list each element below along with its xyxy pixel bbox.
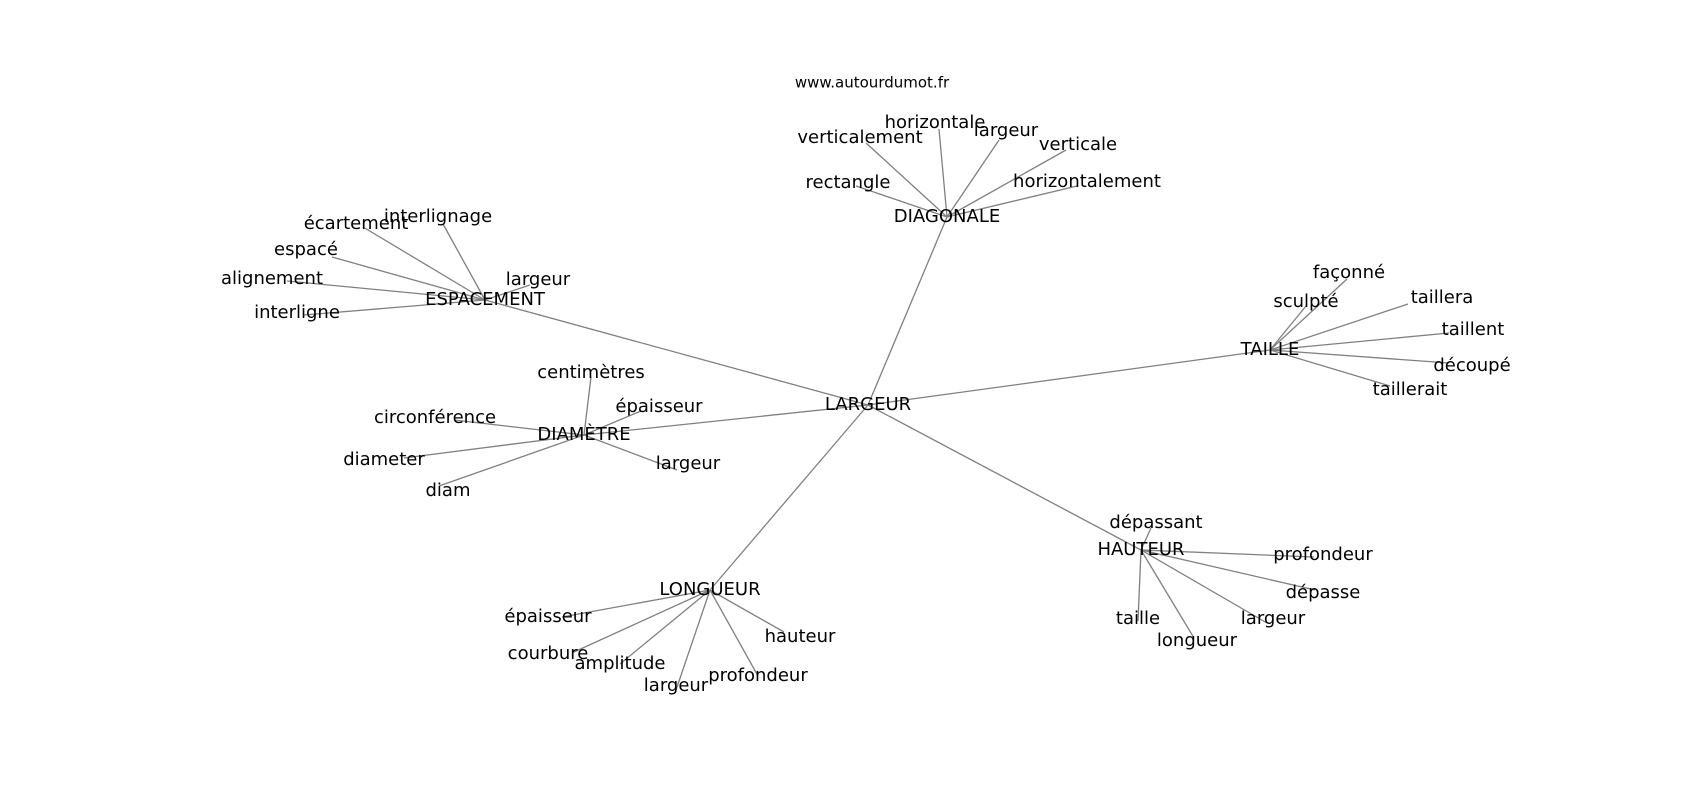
- hub-node[interactable]: ESPACEMENT: [425, 289, 546, 310]
- edge-hub-to-word: [709, 589, 759, 677]
- word-node[interactable]: largeur: [506, 269, 571, 290]
- word-node[interactable]: taillent: [1442, 319, 1505, 340]
- edge-hub-to-word: [583, 410, 642, 436]
- hub-node[interactable]: DIAGONALE: [894, 206, 1000, 227]
- edge-hub-to-word: [946, 149, 1067, 218]
- word-node[interactable]: dépassant: [1109, 512, 1202, 533]
- edge-hub-to-word: [946, 185, 1078, 218]
- word-node[interactable]: amplitude: [575, 653, 666, 674]
- edge-hub-to-word: [362, 226, 486, 301]
- edge-hub-to-word: [286, 280, 486, 301]
- edge-hub-to-word: [303, 299, 486, 316]
- edge-hub-to-word: [855, 185, 948, 218]
- word-node[interactable]: horizontale: [885, 112, 986, 133]
- root-node[interactable]: LARGEUR: [825, 394, 911, 415]
- word-node[interactable]: diam: [426, 480, 471, 501]
- site-url: www.autourdumot.fr: [795, 74, 950, 92]
- edge-root-to-hub: [867, 349, 1271, 406]
- edge-hub-to-word: [561, 589, 711, 618]
- edge-hub-to-word: [709, 589, 785, 633]
- edge-hub-to-word: [865, 142, 948, 218]
- word-node[interactable]: taillerait: [1373, 379, 1448, 400]
- edge-hub-to-word: [1269, 349, 1450, 364]
- word-node[interactable]: profondeur: [708, 665, 808, 686]
- hub-node[interactable]: DIAMÈTRE: [537, 423, 630, 445]
- edge-hub-to-word: [1269, 303, 1409, 351]
- word-node[interactable]: épaisseur: [504, 606, 592, 627]
- word-node[interactable]: largeur: [974, 120, 1039, 141]
- word-node[interactable]: alignement: [221, 268, 323, 289]
- hub-node[interactable]: HAUTEUR: [1097, 539, 1184, 560]
- word-node[interactable]: interlignage: [384, 206, 492, 227]
- edge-hub-to-word: [675, 589, 711, 691]
- word-node[interactable]: largeur: [656, 453, 721, 474]
- edge-hub-to-word: [1137, 549, 1142, 622]
- word-node[interactable]: longueur: [1157, 630, 1238, 651]
- edge-hub-to-word: [1140, 549, 1195, 639]
- edge-root-to-hub: [484, 299, 869, 406]
- edge-root-to-hub: [867, 404, 1142, 551]
- word-node[interactable]: hauteur: [765, 626, 836, 647]
- word-node[interactable]: écartement: [304, 213, 409, 234]
- edge-hub-to-word: [403, 434, 585, 459]
- word-node[interactable]: découpé: [1433, 355, 1510, 376]
- word-node[interactable]: verticale: [1039, 134, 1117, 155]
- edge-hub-to-word: [1269, 349, 1391, 387]
- word-node[interactable]: taille: [1116, 608, 1160, 629]
- edge-root-to-hub: [709, 404, 869, 591]
- edge-hub-to-word: [946, 139, 1000, 218]
- edge-hub-to-word: [573, 589, 711, 653]
- word-node[interactable]: sculpté: [1273, 291, 1338, 312]
- edge-hub-to-word: [1269, 332, 1450, 351]
- word-node[interactable]: horizontalement: [1013, 171, 1161, 192]
- edge-hub-to-word: [1140, 549, 1268, 624]
- edge-hub-to-word: [938, 128, 948, 218]
- edge-hub-to-word: [583, 434, 678, 471]
- hub-node[interactable]: TAILLE: [1240, 339, 1300, 360]
- word-node[interactable]: centimètres: [537, 362, 645, 383]
- graph-edges: [286, 128, 1450, 691]
- edge-hub-to-word: [438, 434, 585, 487]
- edge-hub-to-word: [453, 419, 585, 436]
- edge-root-to-hub: [867, 216, 948, 406]
- hub-node[interactable]: LONGUEUR: [659, 579, 760, 600]
- word-node[interactable]: circonférence: [374, 407, 496, 428]
- word-node[interactable]: dépasse: [1286, 582, 1361, 603]
- edge-hub-to-word: [442, 223, 486, 301]
- word-node[interactable]: verticalement: [797, 127, 922, 148]
- word-node[interactable]: diameter: [343, 449, 425, 470]
- word-node[interactable]: interligne: [254, 302, 340, 323]
- edge-hub-to-word: [1140, 527, 1152, 551]
- edge-hub-to-word: [484, 284, 531, 301]
- edge-hub-to-word: [331, 256, 486, 301]
- edge-hub-to-word: [1269, 305, 1307, 351]
- word-node[interactable]: largeur: [644, 675, 709, 696]
- word-node[interactable]: courbure: [508, 643, 589, 664]
- edge-hub-to-word: [1140, 549, 1316, 591]
- word-node[interactable]: profondeur: [1273, 544, 1373, 565]
- word-node[interactable]: épaisseur: [615, 396, 703, 417]
- edge-hub-to-word: [1140, 549, 1315, 558]
- word-node[interactable]: taillera: [1411, 287, 1474, 308]
- edge-hub-to-word: [583, 376, 592, 436]
- edge-hub-to-word: [619, 589, 711, 665]
- edge-hub-to-word: [1269, 278, 1348, 351]
- word-node[interactable]: espacé: [274, 239, 338, 260]
- edge-root-to-hub: [583, 404, 869, 436]
- word-node[interactable]: façonné: [1313, 262, 1385, 283]
- word-node[interactable]: rectangle: [806, 172, 891, 193]
- word-node[interactable]: largeur: [1241, 608, 1306, 629]
- graph-labels: LARGEURDIAGONALEverticalementhorizontale…: [221, 112, 1511, 696]
